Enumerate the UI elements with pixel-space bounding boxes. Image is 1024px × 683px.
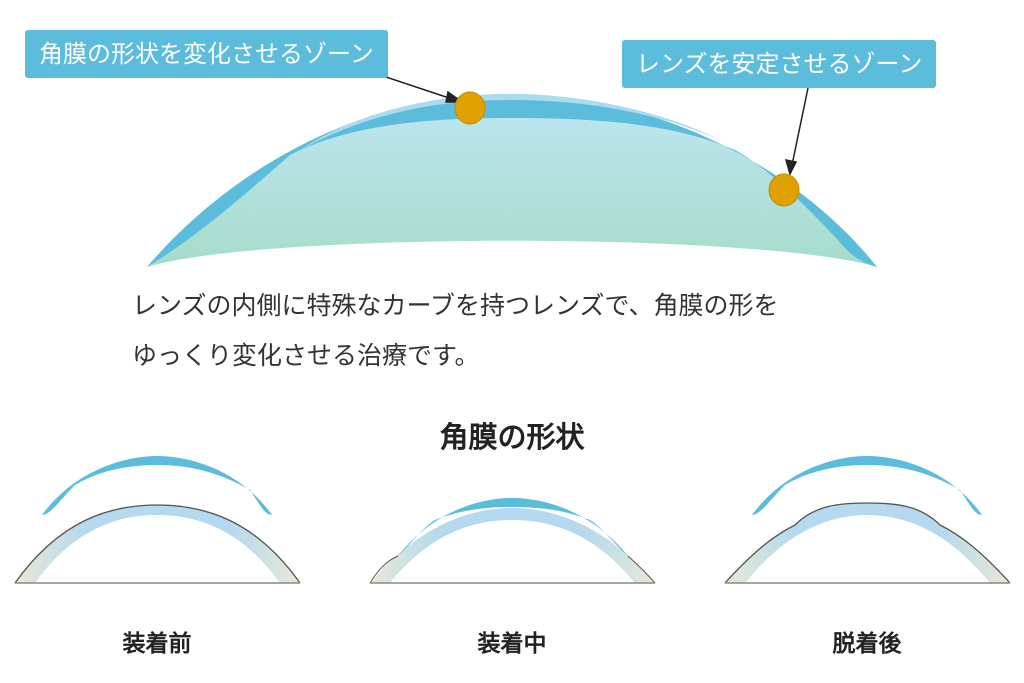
description-line-2: ゆっくり変化させる治療です。	[132, 341, 480, 370]
section-title: 角膜の形状	[439, 420, 585, 454]
stage-label-during: 装着中	[477, 631, 547, 657]
stable-zone-marker	[768, 173, 800, 207]
stage-before	[14, 456, 301, 584]
description-line-1: レンズの内側に特殊なカーブを持つレンズで、角膜の形を	[132, 291, 779, 320]
stage-after	[724, 456, 1011, 584]
pointer-arrows	[379, 74, 809, 177]
stage-during	[369, 498, 656, 584]
stage-label-before: 装着前	[122, 631, 192, 657]
shape-zone-label: 角膜の形状を変化させるゾーン	[25, 30, 388, 78]
main-lens	[147, 94, 877, 267]
stable-zone-label: レンズを安定させるゾーン	[622, 40, 937, 88]
stage-label-after: 脱着後	[832, 631, 902, 657]
shape-zone-marker	[454, 91, 486, 125]
